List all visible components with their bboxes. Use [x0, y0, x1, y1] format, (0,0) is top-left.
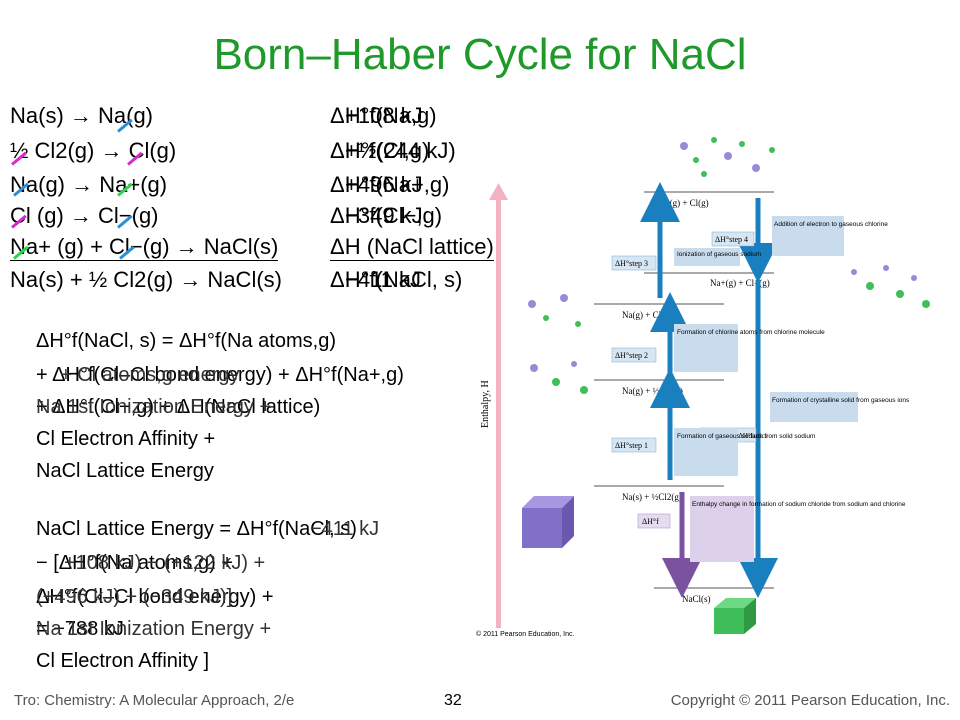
step2-label-box	[611, 347, 657, 363]
para1-line1: ΔH°f(NaCl, s) = ΔH°f(Na atoms,g)	[36, 330, 336, 352]
para2-overlay2: +108 kJ) − (+122 kJ) +	[64, 552, 266, 574]
step3-value: +496 kJ	[345, 172, 423, 197]
step2-value: +½(244 kJ)	[345, 138, 456, 163]
formation-desc-box	[690, 496, 754, 562]
step5-desc: Formation of crystalline solid from gase…	[772, 397, 910, 404]
step1-desc-box	[674, 428, 738, 476]
axis-label: Enthalpy, H	[480, 380, 491, 428]
step5-equation: Na+ (g) + Cl−(g) → NaCl(s)	[10, 234, 279, 261]
para1-line3: + ΔH°f(Cl−,g) + ΔH(NaCl lattice)	[36, 396, 321, 418]
footer-copyright: Copyright © 2011 Pearson Education, Inc.	[670, 692, 950, 709]
particle-cluster-ions	[851, 265, 930, 308]
para2-line4: = −788 kJ	[36, 618, 124, 640]
formation-label-box	[637, 513, 671, 529]
para2-overlay3: (+496 kJ) + (−349 kJ)]	[36, 586, 233, 608]
level-nacl-s-label: NaCl(s)	[682, 594, 711, 604]
net-equation: Na(s) + ½ Cl2(g) → NaCl(s)	[10, 267, 282, 292]
step1-value: +108 kJ	[345, 103, 423, 128]
axis-arrow-icon	[489, 183, 508, 200]
page-number: 32	[444, 692, 462, 709]
step4-value: −349 kJ	[345, 203, 423, 228]
para1-overlay3: Na 1st Ionization Energy +	[36, 396, 272, 418]
net-term: ΔH°f(NaCl, s)	[330, 267, 463, 292]
step4-label: ΔH°step 4	[715, 235, 748, 244]
para2-overlay4: Na 1st Ionization Energy +	[36, 618, 272, 640]
step3-desc-box	[674, 248, 740, 266]
step4-equation: Cl (g) → Cl−(g)	[10, 203, 159, 228]
step1-equation: Na(s) → Na(g)	[10, 103, 154, 128]
step2-equation: ½ Cl2(g) → Cl(g)	[10, 138, 177, 163]
nacl-crystal	[714, 598, 756, 634]
step2-term: ΔH°f(Cl,g)	[330, 138, 430, 163]
para2-line2: − [ΔH°f(Na atoms,g) +	[36, 552, 233, 574]
born-haber-diagram: Enthalpy, H Na+(g) + Cl(g) Na+(g) + Cl−(…	[476, 137, 930, 638]
step1-label-box	[611, 437, 657, 453]
para2-line1: NaCl Lattice Energy = ΔH°f(NaCl, s)	[36, 518, 357, 540]
level-top-label: Na+(g) + Cl(g)	[654, 198, 709, 208]
step3-desc: Ionization of gaseous sodium	[677, 251, 761, 258]
footer-source: Tro: Chemistry: A Molecular Approach, 2/…	[14, 692, 295, 709]
step1-label: ΔH°step 1	[615, 441, 648, 450]
level-na-g-label: Na(g) + ½Cl2(g)	[622, 386, 683, 396]
para2-overlay1: −411 kJ	[310, 518, 380, 540]
step4-term: ΔH°f(Cl−,g)	[330, 203, 443, 228]
para1-line2: + ΔH°f(Cl–Cl bond energy) + ΔH°f(Na+,g)	[36, 364, 404, 386]
formation-label: ΔH°f	[642, 517, 659, 526]
step1-desc: Formation of gaseous sodium from solid s…	[677, 433, 815, 440]
step3-label-box	[611, 255, 657, 271]
para1-overlay2: + Cl atoms,g energy	[60, 364, 240, 386]
level-na-cl-g-label: Na(g) + Cl(g)	[622, 310, 672, 320]
net-value: −411 kJ	[345, 267, 422, 292]
step2-desc: Formation of chlorine atoms from chlorin…	[677, 329, 825, 336]
step2-desc-box	[674, 324, 738, 372]
step3-equation: Na(g) → Na+(g)	[10, 172, 168, 197]
para2-line5: Cl Electron Affinity ]	[36, 650, 210, 672]
step5-desc-box	[770, 392, 858, 422]
para2-line3: ΔH°f(Cl–Cl bond energy) +	[36, 586, 274, 608]
para1-line4: Cl Electron Affinity +	[36, 428, 216, 450]
step3-term: ΔH°f(Na+,g)	[330, 172, 450, 197]
level-na-s-label: Na(s) + ½Cl2(g)	[622, 492, 682, 502]
step4-label-box	[711, 231, 755, 247]
step4-desc: Addition of electron to gaseous chlorine	[774, 221, 888, 228]
enthalpy-axis	[496, 198, 501, 628]
step3-label: ΔH°step 3	[615, 259, 648, 268]
step4-desc-box	[772, 216, 844, 256]
particle-cluster-top	[680, 137, 775, 177]
level-ions-label: Na+(g) + Cl−(g)	[710, 278, 770, 288]
diagram-copyright: © 2011 Pearson Education, Inc.	[476, 630, 574, 638]
formation-desc: Enthalpy change in formation of sodium c…	[692, 501, 906, 508]
para1-line5: NaCl Lattice Energy	[36, 460, 214, 482]
particle-cluster-mid	[528, 294, 588, 394]
step1-term: ΔH°f(Na,g)	[330, 103, 437, 128]
slide-title: Born–Haber Cycle for NaCl	[213, 30, 747, 79]
solid-sodium-cube	[522, 496, 574, 548]
step5-term: ΔH (NaCl lattice)	[330, 234, 494, 261]
step2-label: ΔH°step 2	[615, 351, 648, 360]
